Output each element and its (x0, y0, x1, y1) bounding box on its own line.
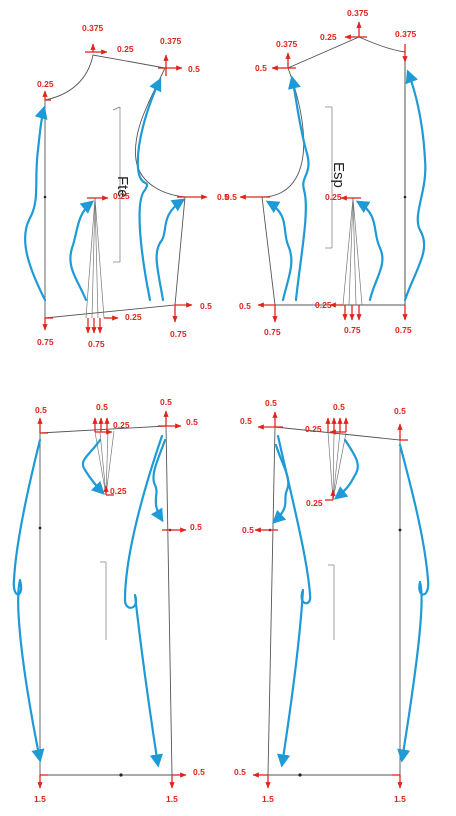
grade-label: 0.25 (315, 300, 332, 310)
grade-label: 0.5 (265, 398, 277, 408)
back-skirt-pattern: 0.5 0.5 0.25 0.5 0.5 0.25 0.5 0.5 1.5 1.… (234, 398, 430, 804)
back-bodice-title: Esp (330, 162, 347, 188)
grade-label: 1.5 (166, 794, 178, 804)
grade-label: 0.75 (37, 337, 54, 347)
grade-label: 0.75 (88, 339, 105, 349)
grade-label: 0.5 (333, 402, 345, 412)
grade-label: 0.25 (37, 79, 54, 89)
front-bodice-pattern: Fte 0.375 0.25 0.375 0.5 0.25 0.25 0.5 0… (24, 23, 229, 349)
grade-label: 0.375 (82, 23, 104, 33)
grade-label: 1.5 (394, 794, 406, 804)
grade-label: 0.5 (217, 192, 229, 202)
grade-label: 0.375 (160, 36, 182, 46)
grade-label: 0.5 (239, 301, 251, 311)
grade-label: 0.5 (35, 405, 47, 415)
grade-label: 0.375 (347, 8, 369, 18)
grade-label: 0.5 (193, 767, 205, 777)
grade-label: 0.25 (125, 312, 142, 322)
grade-label: 0.75 (344, 325, 361, 335)
grade-label: 0.375 (276, 39, 298, 49)
front-skirt-pattern: 0.5 0.5 0.25 0.5 0.5 0.25 0.5 0.5 1.5 1.… (12, 397, 205, 804)
grade-label: 0.25 (110, 486, 127, 496)
grade-label: 0.5 (200, 301, 212, 311)
grade-label: 0.25 (320, 32, 337, 42)
grade-label: 0.375 (395, 29, 417, 39)
grade-label: 0.25 (113, 420, 130, 430)
grade-label: 0.25 (305, 424, 322, 434)
grade-label: 0.5 (160, 397, 172, 407)
grade-label: 0.5 (188, 64, 200, 74)
grade-label: 0.5 (96, 402, 108, 412)
grade-label: 0.75 (395, 325, 412, 335)
grade-label: 0.75 (264, 327, 281, 337)
grade-label: 0.5 (190, 522, 202, 532)
grade-label: 0.25 (113, 191, 130, 201)
grade-label: 0.5 (242, 525, 254, 535)
grade-label: 0.5 (394, 406, 406, 416)
front-bodice-title: Fte (114, 176, 131, 198)
grade-label: 0.5 (240, 416, 252, 426)
grade-label: 0.5 (234, 767, 246, 777)
back-bodice-pattern: Esp 0.375 0.25 0.375 0.375 0.5 0.5 0.25 … (225, 8, 427, 337)
grade-label: 0.25 (306, 498, 323, 508)
grade-label: 0.5 (186, 417, 198, 427)
grade-label: 0.5 (255, 63, 267, 73)
grade-label: 0.25 (117, 44, 134, 54)
grade-label: 0.75 (170, 329, 187, 339)
grade-label: 0.25 (325, 192, 342, 202)
grade-label: 1.5 (34, 794, 46, 804)
grade-label: 1.5 (262, 794, 274, 804)
grade-label: 0.5 (225, 192, 237, 202)
